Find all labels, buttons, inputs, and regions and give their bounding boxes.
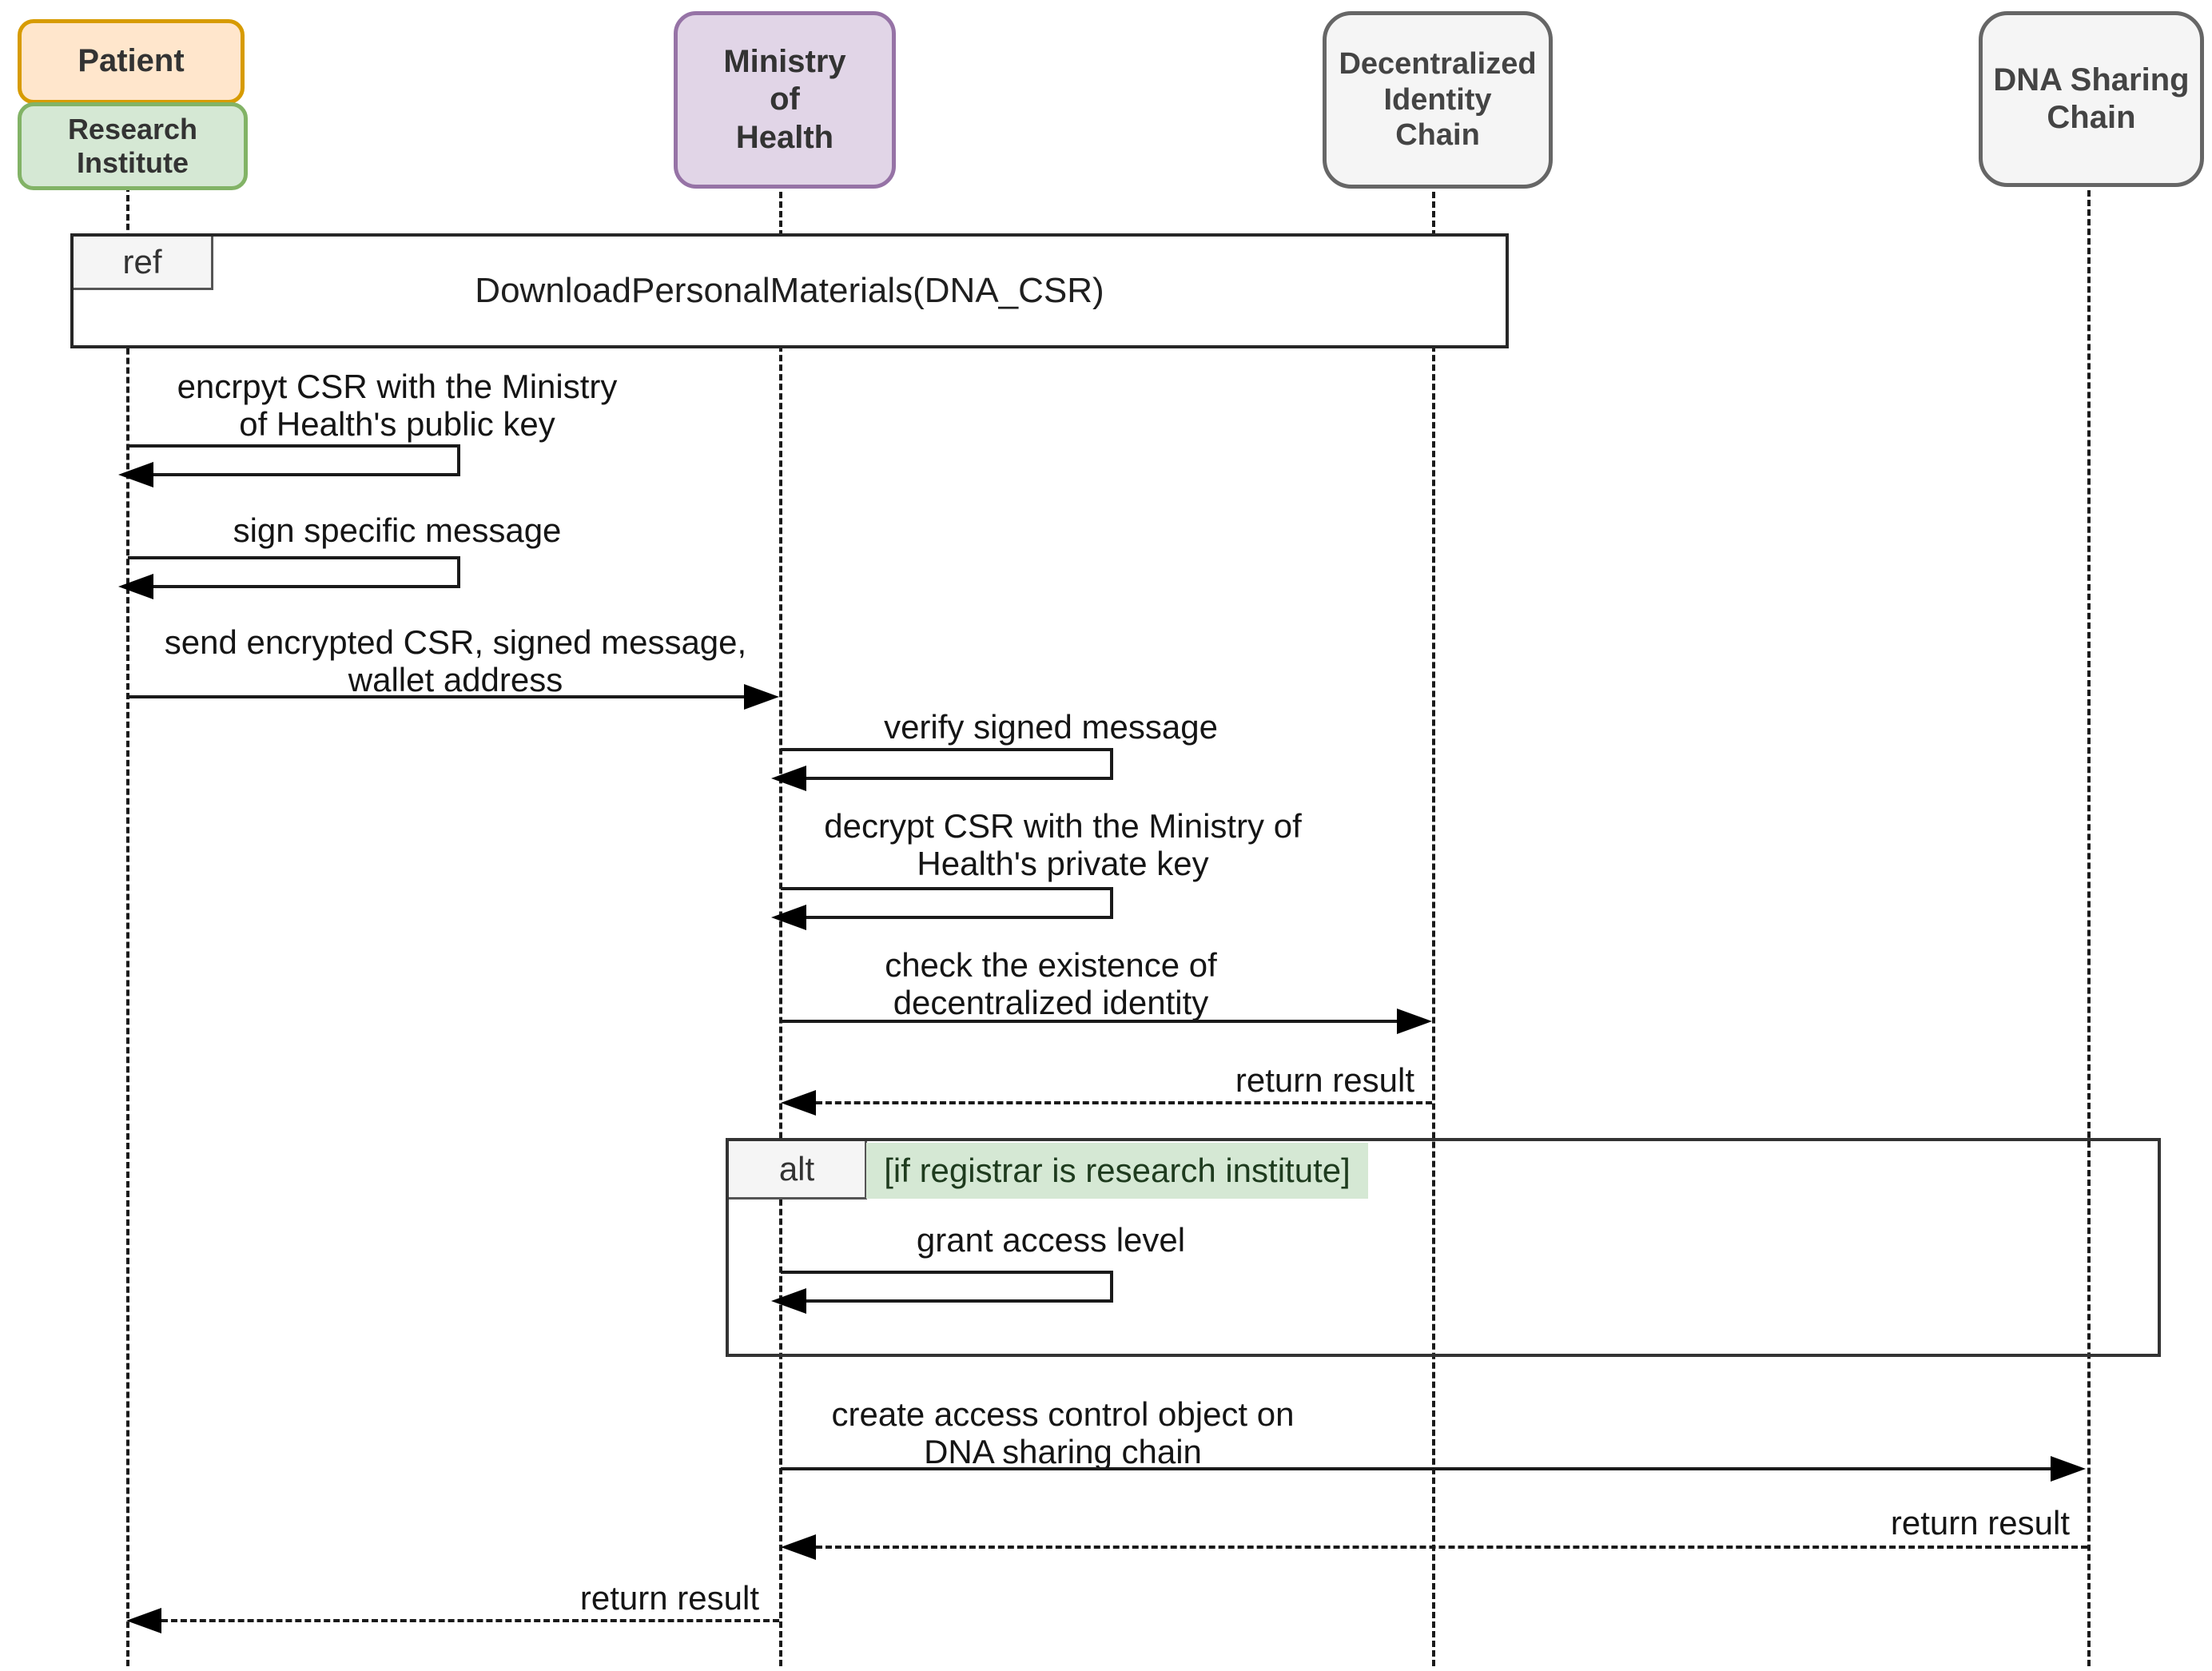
arrowhead: [126, 1608, 161, 1633]
message-line: [781, 1467, 2052, 1470]
arrowhead: [118, 574, 153, 599]
message-label: send encrypted CSR, signed message, wall…: [164, 623, 747, 698]
ref-fragment: DownloadPersonalMaterials(DNA_CSR) ref: [70, 233, 1509, 348]
message-label: encrpyt CSR with the Ministry of Health'…: [177, 368, 618, 443]
message-label: decrypt CSR with the Ministry of Health'…: [824, 807, 1302, 882]
self-message-loop: [128, 556, 460, 588]
alt-fragment: alt [if registrar is research institute]: [726, 1138, 2161, 1357]
arrowhead: [771, 766, 806, 791]
arrowhead: [744, 684, 779, 710]
message-line: [161, 1619, 779, 1622]
ref-operator-tab: ref: [74, 237, 213, 290]
self-message-loop: [781, 887, 1113, 919]
actor-dna-sharing-chain: DNA Sharing Chain: [1979, 11, 2204, 187]
message-label: sign specific message: [233, 511, 562, 549]
actor-patient: Patient: [18, 19, 245, 104]
arrowhead: [771, 905, 806, 930]
message-line: [128, 695, 746, 698]
message-label: verify signed message: [884, 708, 1218, 746]
message-line: [816, 1101, 1432, 1104]
actor-ministry-of-health: Ministry of Health: [674, 11, 896, 189]
self-message-loop: [781, 748, 1113, 780]
lifeline-patient: [126, 185, 129, 1666]
arrowhead: [781, 1090, 816, 1116]
self-message-loop: [781, 1271, 1113, 1303]
arrowhead: [1397, 1009, 1432, 1034]
alt-condition: [if registrar is research institute]: [866, 1143, 1368, 1199]
message-label: return result: [1235, 1061, 1414, 1099]
lifeline-decentralized-identity-chain: [1432, 182, 1435, 1666]
message-label: return result: [579, 1579, 759, 1617]
message-label: grant access level: [916, 1221, 1186, 1259]
lifeline-dna-sharing-chain: [2087, 181, 2091, 1666]
arrowhead: [118, 462, 153, 487]
arrowhead: [771, 1288, 806, 1314]
message-label: create access control object on DNA shar…: [831, 1395, 1295, 1470]
actor-research-institute: Research Institute: [18, 102, 248, 190]
message-label: return result: [1890, 1504, 2070, 1542]
message-label: check the existence of decentralized ide…: [885, 946, 1217, 1021]
message-line: [781, 1020, 1398, 1023]
message-line: [816, 1546, 2087, 1549]
arrowhead: [781, 1534, 816, 1560]
self-message-loop: [128, 444, 460, 476]
arrowhead: [2051, 1456, 2086, 1482]
actor-decentralized-identity-chain: Decentralized Identity Chain: [1323, 11, 1553, 189]
ref-fragment-title: DownloadPersonalMaterials(DNA_CSR): [475, 271, 1104, 310]
alt-operator-tab: alt: [729, 1141, 867, 1200]
